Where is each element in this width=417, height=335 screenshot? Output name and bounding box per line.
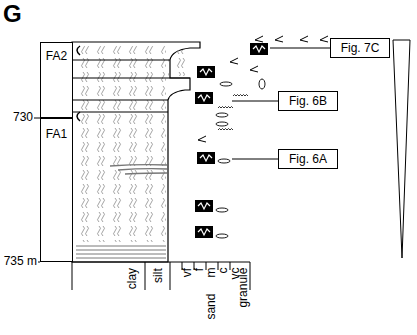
figure-callout: Fig. 7C: [330, 38, 390, 58]
node-text: Fig. 6A: [279, 152, 337, 166]
grain-size-label: sand: [205, 294, 218, 320]
figure-callout: Fig. 6A: [278, 149, 338, 169]
grain-size-label: clay: [126, 268, 139, 289]
facies-box: FA1: [40, 118, 73, 262]
depth-label: 730: [13, 111, 33, 124]
node-text: FA2: [41, 49, 72, 63]
node-text: FA1: [41, 127, 72, 141]
grain-size-label: granule: [237, 268, 250, 308]
facies-box: FA2: [40, 42, 73, 118]
node-text: Fig. 7C: [331, 41, 389, 55]
depth-label: 735 m: [4, 255, 37, 268]
figure-callout: Fig. 6B: [278, 91, 338, 111]
panel-letter: G: [3, 1, 22, 27]
node-text: Fig. 6B: [279, 94, 337, 108]
grain-size-label: silt: [151, 268, 164, 283]
